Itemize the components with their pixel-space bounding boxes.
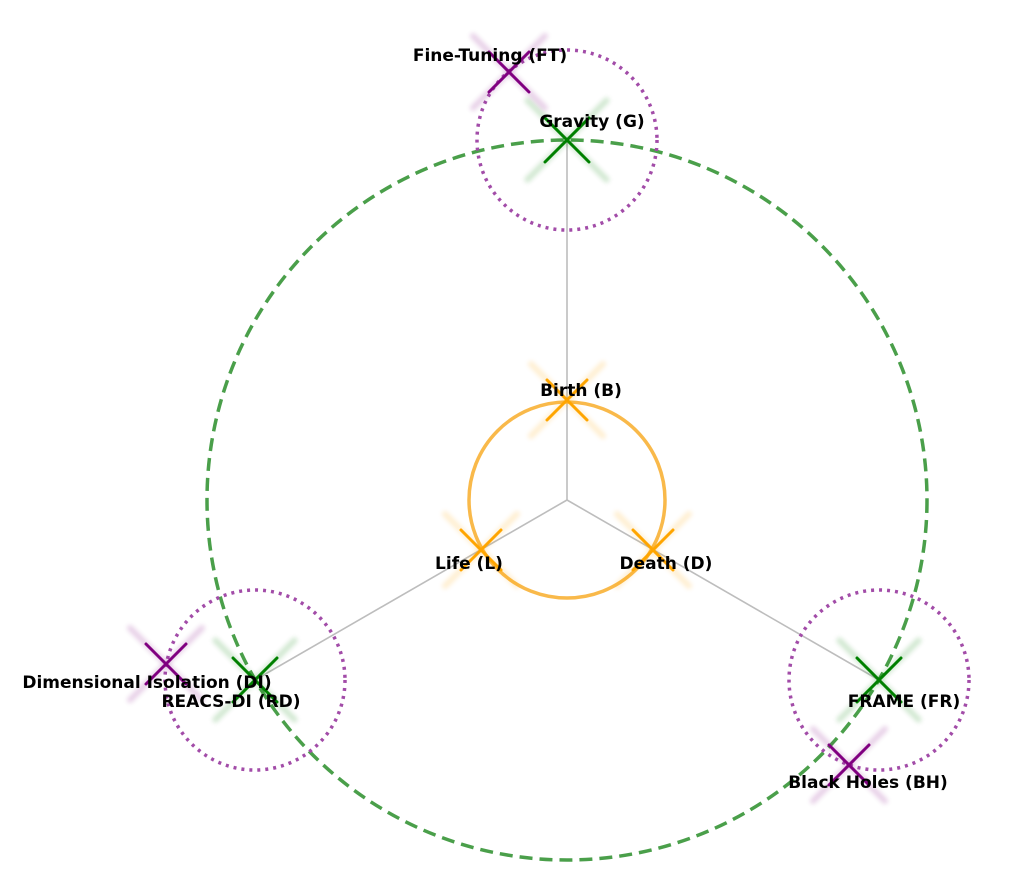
birth-marker [528,361,606,439]
frame-marker [836,637,922,723]
gravity-marker [524,97,610,183]
life-label: Life (L) [435,554,503,574]
spoke-to-reacs-di [254,499,568,681]
life-marker [442,511,520,589]
dimensional-isolation-label: Dimensional Isolation (DI) [22,673,271,693]
outer-ring-bh-fr [787,588,971,772]
black-holes-label: Black Holes (BH) [788,773,948,793]
dimensional-isolation-marker [127,625,205,703]
gravity-label: Gravity (G) [539,112,644,132]
birth-label: Birth (B) [540,381,622,401]
spoke-to-frame [566,499,880,681]
black-holes-marker [810,726,888,804]
frame-label: FRAME (FR) [848,692,961,712]
fine-tuning-marker [470,33,548,111]
death-marker [614,511,692,589]
death-label: Death (D) [620,554,713,574]
outer-ring-ft-g [475,48,659,232]
middle-ring [205,138,929,862]
fine-tuning-label: Fine-Tuning (FT) [413,46,567,66]
reacs-di-marker [212,637,298,723]
reacs-di-label: REACS-DI (RD) [161,692,300,712]
outer-ring-di-rd [163,588,347,772]
